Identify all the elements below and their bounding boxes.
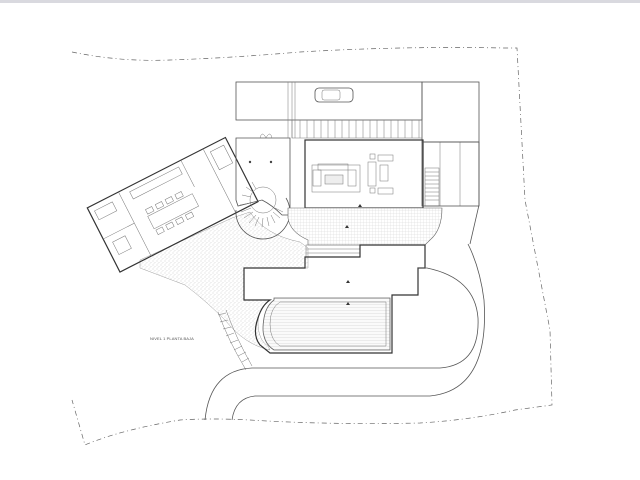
top-bar xyxy=(0,0,640,3)
car-icon xyxy=(314,87,354,103)
property-boundary xyxy=(71,47,553,446)
living-room xyxy=(304,139,424,209)
terrace-steps xyxy=(305,244,361,258)
kitchen-dining-wing xyxy=(86,136,259,273)
pool-deck xyxy=(243,244,426,354)
swimming-pool xyxy=(262,297,391,351)
sofa-set xyxy=(311,153,394,195)
curved-outdoor-stairs xyxy=(217,309,253,371)
curved-driveway xyxy=(204,142,485,421)
spiral-staircase xyxy=(235,181,291,240)
foyer xyxy=(235,137,291,216)
side-stairs xyxy=(424,167,440,207)
tiled-terrace xyxy=(287,207,443,246)
pergola xyxy=(291,119,423,139)
gravel-garden xyxy=(139,211,309,351)
plan-level-label: NIVEL 1 PLANTA BAJA xyxy=(150,336,194,341)
